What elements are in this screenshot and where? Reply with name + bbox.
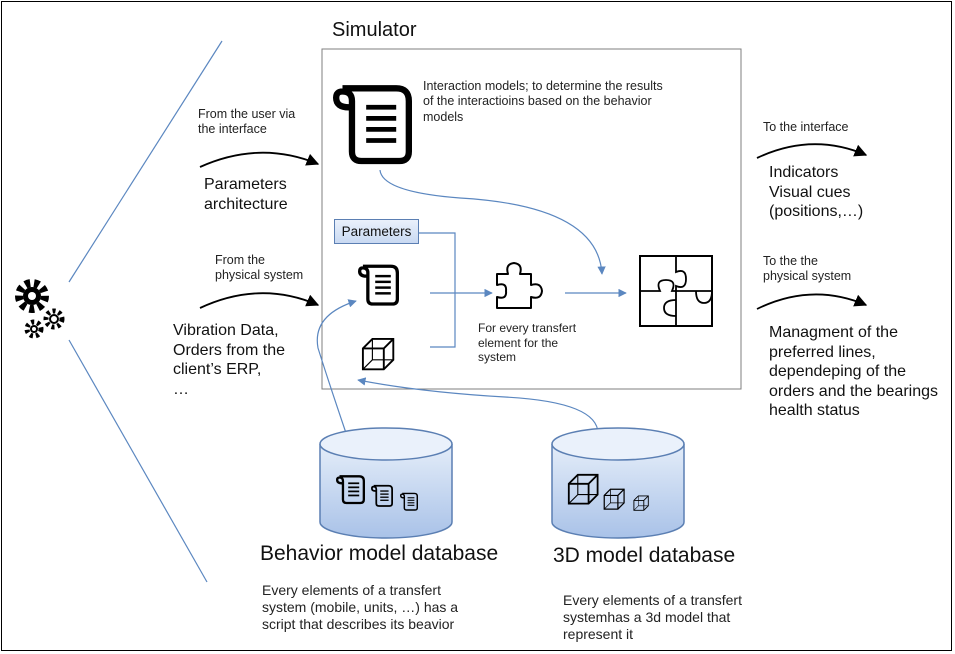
interaction-models-text: Interaction models; to determine the res… [423,79,663,124]
parameters-box: Parameters [334,219,419,244]
simulator-box [321,48,742,390]
model3d-db-description: Every elements of a transfert systemhas … [563,592,742,643]
interaction-to-puzzle-arrow [379,169,606,275]
gears-icon [15,279,65,339]
user-input-arrow [199,151,320,168]
puzzle-piece-icon [496,262,543,309]
scroll-icon [358,264,399,306]
model3d-db-to-cube-arrow [357,377,599,436]
behavior-db-to-scroll-arrow [316,299,357,434]
transfer-element-text: For every transfert element for the syst… [478,321,577,365]
parameters-connector [419,232,456,348]
puzzle-icon [639,255,713,327]
physical-source-label: From the physical system [215,253,304,283]
physical-input-arrow [199,292,320,309]
user-source-label: From the user via the interface [198,107,296,137]
fan-line-top [68,40,223,283]
fan-line-bottom [68,339,208,583]
simulator-title: Simulator [332,19,417,41]
physical-input-items: Vibration Data, Orders from the client’s… [173,322,286,398]
physical-output-items: Managment of the preferred lines, depend… [769,324,938,420]
behavior-db-title: Behavior model database [260,542,499,565]
physical-target-label: To the the physical system [763,254,852,284]
database-cylinder-icon [551,427,685,539]
interface-output-items: Indicators Visual cues (positions,…) [769,164,864,221]
behavior-db-description: Every elements of a transfert system (mo… [262,582,459,633]
scroll-icon [336,88,409,161]
model3d-db-title: 3D model database [553,544,736,567]
interface-target-label: To the interface [763,120,849,134]
wireframe-cube-icon [361,337,395,371]
interface-output-arrow [756,143,868,159]
user-input-items: Parameters architecture [204,176,288,213]
physical-output-arrow [756,293,868,310]
